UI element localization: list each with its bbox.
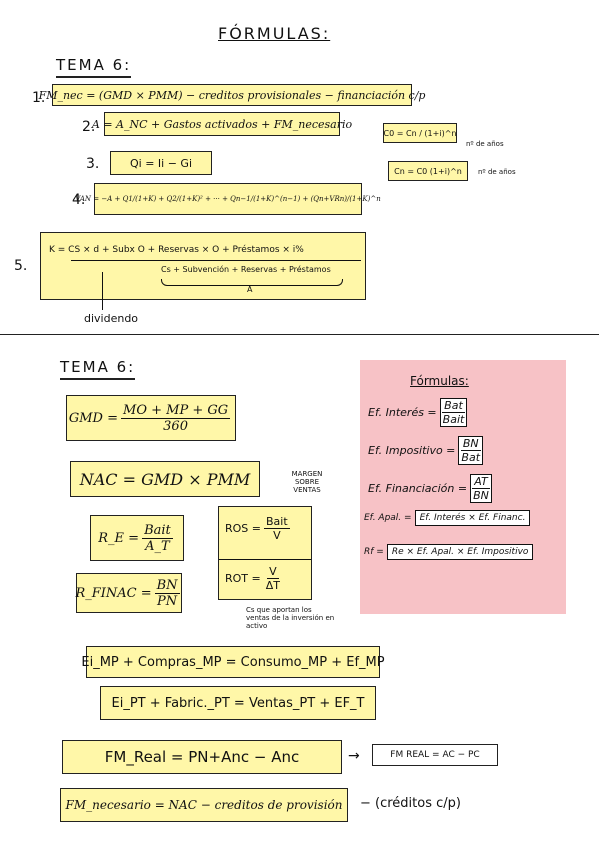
ef-impositivo-lhs: Ef. Impositivo = — [368, 444, 456, 457]
ef-interes-denominator: Bait — [442, 413, 465, 426]
formula5-fraction-line — [71, 260, 361, 261]
side-formula2-text: Cn = C0 (1+i)^n — [394, 166, 462, 176]
ef-interes-numerator: Bat — [442, 399, 465, 413]
gmd-numerator: MO + MP + GG — [121, 402, 231, 419]
rf-rhs: Re × Ef. Apal. × Ef. Impositivo — [386, 544, 534, 560]
formula5-denominator: Cs + Subvención + Reservas + Préstamos — [161, 265, 331, 274]
formula5-brace-label: A — [247, 285, 253, 294]
gmd-box: GMD = MO + MP + GG 360 — [66, 395, 236, 441]
fmreal-box: FM_Real = PN+Anc − Anc — [62, 740, 342, 774]
formula1-box: FM_nec = (GMD × PMM) − creditos provisio… — [38, 84, 426, 106]
fmnec-box: FM_necesario = NAC − creditos de provisi… — [60, 788, 348, 822]
fmreal-arrow: → — [348, 748, 360, 764]
re-numerator: Bait — [142, 522, 173, 539]
ef-impositivo-numerator: BN — [460, 437, 481, 451]
nac-box: NAC = GMD × PMM — [70, 461, 260, 497]
rot-note: Cs que aportan los ventas de la inversió… — [246, 606, 335, 630]
eq1-box: Ei_MP + Compras_MP = Consumo_MP + Ef_MP — [81, 646, 385, 678]
rf-lhs: Rf = — [364, 547, 384, 557]
formula2-box: A = A_NC + Gastos activados + FM_necesar… — [91, 112, 353, 136]
ef-interes: Ef. Interés = Bat Bait — [368, 398, 470, 427]
ros-rot-divider — [219, 559, 311, 560]
pink-formulas-panel: Fórmulas: Ef. Interés = Bat Bait Ef. Imp… — [360, 360, 566, 614]
fmnec-text: FM_necesario = NAC − creditos de provisi… — [65, 798, 343, 812]
ef-apal-rhs: Ef. Interés × Ef. Financ. — [414, 510, 531, 526]
ef-financiacion-denominator: BN — [473, 489, 489, 502]
gmd-fraction: MO + MP + GG 360 — [121, 402, 231, 434]
rot-numerator: V — [267, 565, 279, 579]
formula4-number: 4. — [72, 192, 86, 208]
side-formula1-box: C0 = Cn / (1+i)^n — [383, 123, 457, 143]
ef-financiacion-numerator: AT — [472, 475, 490, 489]
ef-apal: Ef. Apal. = Ef. Interés × Ef. Financ. — [364, 510, 531, 526]
eq1-text: Ei_MP + Compras_MP = Consumo_MP + Ef_MP — [81, 654, 385, 670]
formula4-box: VAN = −A + Q1/(1+K) + Q2/(1+K)² + ··· + … — [75, 183, 381, 215]
rot-denominator: ΔT — [265, 579, 280, 592]
section1-heading: TEMA 6: — [56, 56, 132, 78]
page-title: FÓRMULAS: — [218, 24, 331, 43]
formula1-text: FM_nec = (GMD × PMM) − creditos provisio… — [38, 88, 426, 102]
ef-impositivo-denominator: Bat — [461, 451, 481, 464]
section-divider — [0, 334, 599, 335]
ef-financiacion-fraction: AT BN — [470, 474, 492, 503]
gmd-lhs: GMD = — [68, 410, 119, 426]
ros-note: MARGEN SOBRE VENTAS — [291, 470, 323, 494]
gmd-denominator: 360 — [163, 418, 188, 434]
ef-financiacion: Ef. Financiación = AT BN — [368, 474, 495, 503]
rfinac-numerator: BN — [154, 577, 180, 594]
rfinac-denominator: PN — [157, 593, 178, 609]
formula2-text: A = A_NC + Gastos activados + FM_necesar… — [91, 117, 353, 131]
rf-formula: Rf = Re × Ef. Apal. × Ef. Impositivo — [364, 544, 534, 560]
rfinac-fraction: BN PN — [154, 577, 180, 609]
rot-lhs: ROT = — [225, 572, 261, 585]
side-formula1-note: nº de años — [466, 140, 504, 148]
dividend-label: dividendo — [84, 312, 139, 325]
ros-denominator: V — [273, 529, 281, 542]
rot-formula: ROT = V ΔT — [225, 565, 285, 592]
ros-rot-box: ROS = Bait V ROT = V ΔT — [218, 506, 312, 600]
fmnec-note: − (créditos c/p) — [360, 796, 461, 811]
rot-fraction: V ΔT — [264, 565, 282, 592]
formula1-number: 1. — [32, 90, 46, 106]
re-box: R_E = Bait A_T — [90, 515, 184, 561]
ros-fraction: Bait V — [264, 515, 290, 542]
re-lhs: R_E = — [98, 530, 140, 546]
formula2-number: 2. — [82, 119, 96, 135]
side-formula1-text: C0 = Cn / (1+i)^n — [383, 128, 457, 138]
ef-impositivo: Ef. Impositivo = BN Bat — [368, 436, 486, 465]
formula3-number: 3. — [86, 156, 100, 172]
ros-numerator: Bait — [264, 515, 290, 529]
ef-financiacion-lhs: Ef. Financiación = — [368, 482, 468, 495]
re-denominator: A_T — [145, 538, 170, 554]
formula4-text: VAN = −A + Q1/(1+K) + Q2/(1+K)² + ··· + … — [75, 195, 381, 203]
dividend-arrow — [102, 272, 103, 310]
formula3-box: Qi = Ii − Gi — [110, 151, 212, 175]
side-formula2-box: Cn = C0 (1+i)^n — [388, 161, 468, 181]
ros-lhs: ROS = — [225, 522, 261, 535]
ef-apal-lhs: Ef. Apal. = — [364, 513, 412, 523]
formula5-number: 5. — [14, 258, 28, 274]
nac-text: NAC = GMD × PMM — [79, 469, 251, 489]
pink-title: Fórmulas: — [410, 374, 469, 388]
fmreal-alt-box: FM REAL = AC − PC — [372, 744, 498, 766]
re-fraction: Bait A_T — [142, 523, 173, 554]
formula5-numerator: K = CS × d + Subx O + Reservas × O + Pré… — [49, 245, 304, 255]
eq2-box: Ei_PT + Fabric._PT = Ventas_PT + EF_T — [100, 686, 376, 720]
ef-interes-lhs: Ef. Interés = — [368, 406, 437, 419]
formula3-text: Qi = Ii − Gi — [129, 156, 192, 170]
rfinac-lhs: R_FINAC = — [75, 585, 152, 601]
eq2-text: Ei_PT + Fabric._PT = Ventas_PT + EF_T — [111, 695, 365, 711]
formula5-box: K = CS × d + Subx O + Reservas × O + Pré… — [40, 232, 366, 300]
ros-formula: ROS = Bait V — [225, 515, 293, 542]
ef-interes-fraction: Bat Bait — [439, 398, 468, 427]
fmreal-alt-text: FM REAL = AC − PC — [390, 750, 480, 760]
rfinac-box: R_FINAC = BN PN — [75, 573, 182, 613]
fmreal-text: FM_Real = PN+Anc − Anc — [104, 748, 300, 766]
ef-impositivo-fraction: BN Bat — [458, 436, 484, 465]
section2-heading: TEMA 6: — [60, 358, 136, 380]
side-formula2-note: nº de años — [478, 168, 516, 176]
